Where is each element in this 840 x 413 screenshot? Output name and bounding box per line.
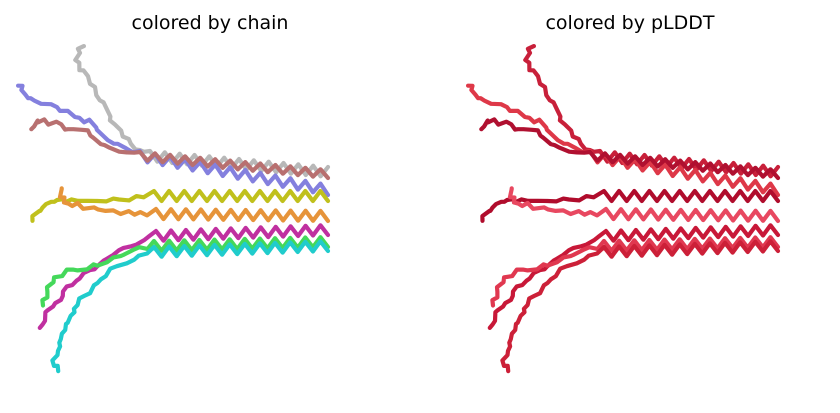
- plddt-colored-panel: colored by pLDDT: [420, 0, 840, 413]
- chain-magenta-trace: [37, 223, 331, 330]
- protein-trace-view: [16, 43, 331, 374]
- chain-brown-trace: [479, 117, 781, 181]
- chain-colored-panel: colored by chain: [16, 12, 331, 374]
- chain-orange-trace: [507, 186, 781, 224]
- chain-olive-trace: [30, 188, 331, 223]
- chain-orange-trace: [57, 186, 331, 224]
- chain-blue-trace: [465, 83, 781, 198]
- chain-green-trace: [490, 235, 781, 308]
- chain-cyan-trace: [50, 239, 331, 374]
- panel-title: colored by chain: [131, 12, 289, 34]
- panel-title: colored by pLDDT: [545, 12, 715, 34]
- chain-brown-trace: [29, 117, 331, 181]
- chain-olive-trace: [480, 188, 781, 223]
- chain-cyan-trace: [500, 239, 781, 374]
- protein-trace-view: [465, 43, 781, 374]
- chain-magenta-trace: [487, 223, 781, 330]
- chain-blue-trace: [16, 83, 331, 198]
- chain-green-trace: [40, 235, 331, 308]
- chain-gray-trace: [73, 43, 331, 179]
- chain-gray-trace: [523, 43, 781, 179]
